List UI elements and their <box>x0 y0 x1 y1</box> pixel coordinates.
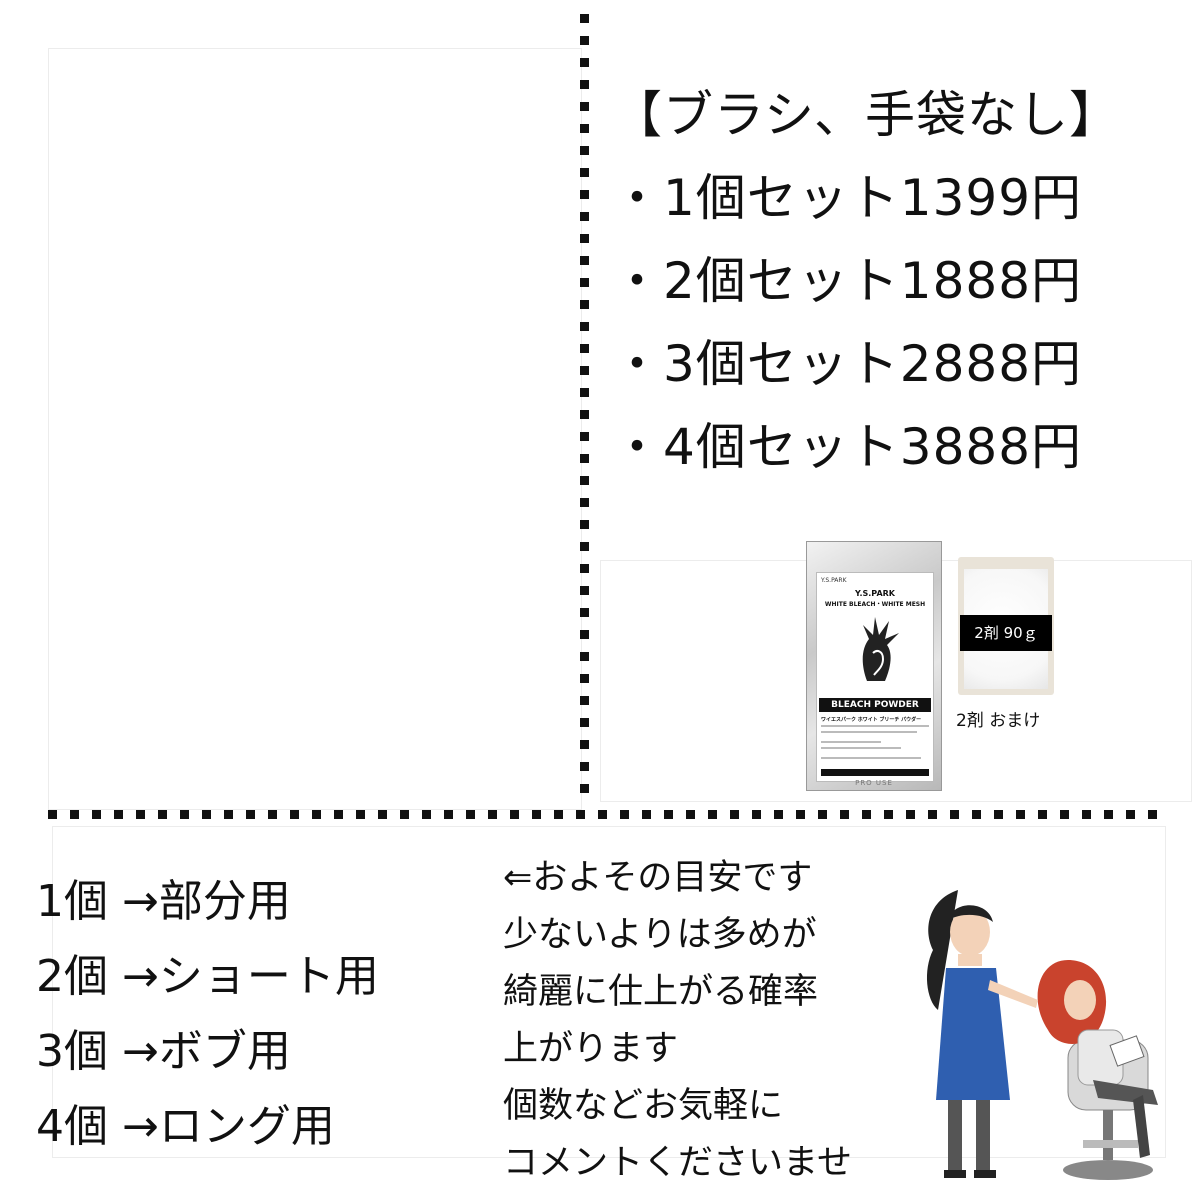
price-item: ・1個セット1399円 <box>612 169 1083 227</box>
horizontal-dotted-divider <box>48 810 1158 819</box>
packet-bottom-text: PRO USE <box>855 779 893 787</box>
packet-name: Y.S.PARK <box>855 589 895 598</box>
bag-label: 2剤 90ｇ <box>960 615 1052 651</box>
stylist-icon <box>926 890 1038 1178</box>
bleach-powder-packet: Y.S.PARK Y.S.PARK WHITE BLEACH・WHITE MES… <box>806 541 942 791</box>
price-list: 【ブラシ、手袋なし】 ・1個セット1399円 ・2個セット1888円 ・3個セッ… <box>612 74 1182 489</box>
packet-text-line <box>821 741 881 743</box>
price-item: ・3個セット2888円 <box>612 335 1083 393</box>
bag-caption: 2剤 おまけ <box>956 711 1041 731</box>
vertical-dotted-divider <box>580 14 589 804</box>
packet-subname: WHITE BLEACH・WHITE MESH <box>824 601 926 608</box>
note-line: 個数などお気軽に <box>503 1086 784 1126</box>
usage-item: 4個 →ロング用 <box>36 1101 335 1152</box>
usage-item: 3個 →ボブ用 <box>36 1026 291 1077</box>
note-line: 少ないよりは多めが <box>503 915 817 955</box>
note-line: ⇐およその目安です <box>503 858 813 898</box>
price-heading: 【ブラシ、手袋なし】 <box>612 86 1120 144</box>
note-text: ⇐およその目安です 少ないよりは多めが 綺麗に仕上がる確率 上がります 個数など… <box>503 850 852 1192</box>
note-line: 綺麗に仕上がる確率 <box>503 972 819 1012</box>
top-left-panel <box>48 48 582 810</box>
usage-guide: 1個 →部分用 2個 →ショート用 3個 →ボブ用 4個 →ロング用 <box>36 864 379 1164</box>
client-icon <box>1037 960 1158 1158</box>
price-item: ・4個セット3888円 <box>612 418 1083 476</box>
packet-text-line <box>821 757 921 759</box>
bottom-panel <box>52 826 1166 1158</box>
hair-silhouette-icon <box>862 617 899 681</box>
packet-brand: Y.S.PARK <box>821 577 847 584</box>
packet-text-line <box>821 731 917 733</box>
packet-band: BLEACH POWDER <box>819 698 931 712</box>
developer-bag: 2剤 90ｇ <box>958 557 1054 695</box>
packet-label: Y.S.PARK Y.S.PARK WHITE BLEACH・WHITE MES… <box>816 572 934 782</box>
packet-text-line <box>821 725 929 727</box>
usage-item: 2個 →ショート用 <box>36 951 379 1002</box>
hairdresser-illustration <box>926 890 1158 1180</box>
packet-line-jp: ワイエスパーク ホワイト ブリーチ パウダー <box>821 717 922 723</box>
packet-text-line <box>821 747 901 749</box>
note-line: コメントくださいませ <box>503 1143 852 1183</box>
note-line: 上がります <box>503 1029 679 1069</box>
usage-item: 1個 →部分用 <box>36 876 291 927</box>
price-item: ・2個セット1888円 <box>612 252 1083 310</box>
packet-footer-band <box>821 769 929 776</box>
